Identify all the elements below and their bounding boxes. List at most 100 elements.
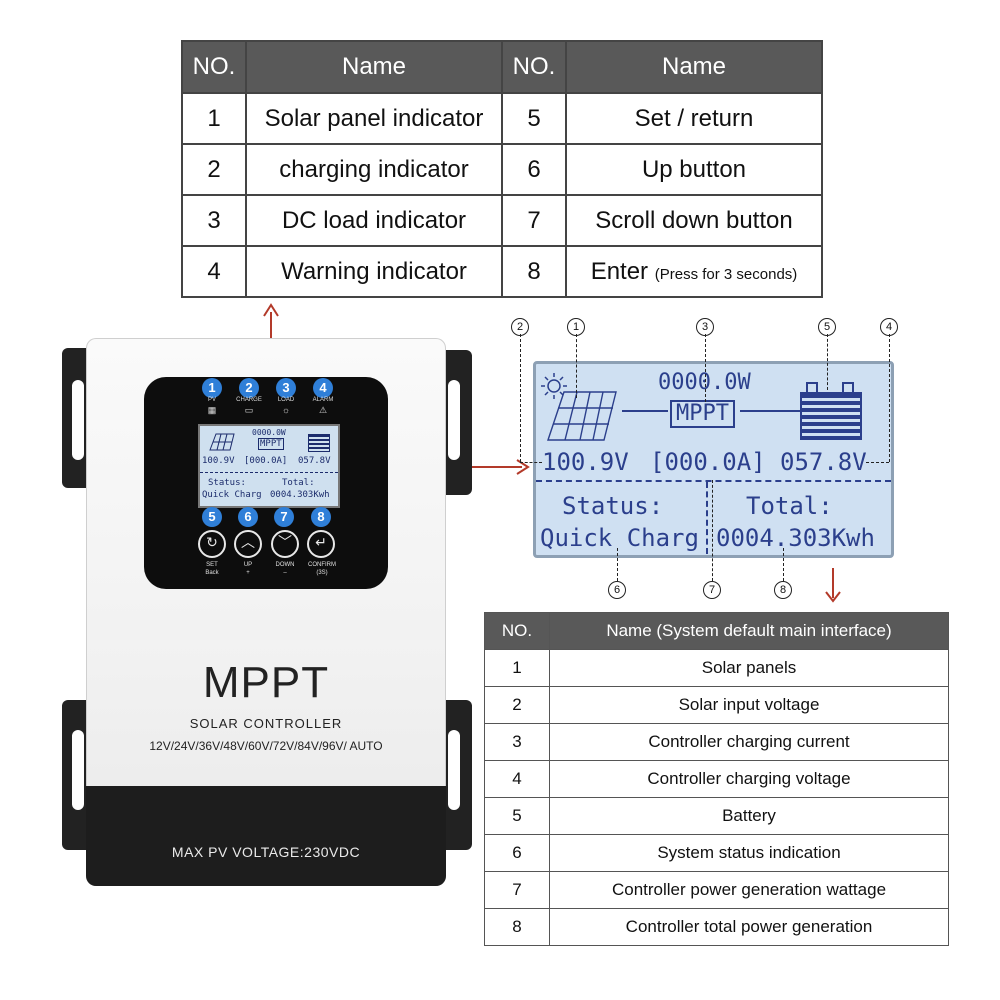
row-number: 8 <box>501 245 567 298</box>
lcd-zoomed-view: 0000.0W MPPT 100.9V [000.0A] 057.8V Stat… <box>533 361 894 558</box>
header-name: Name <box>565 40 823 94</box>
leader-line <box>576 334 577 398</box>
bracket-slot <box>72 730 84 810</box>
set-return-button[interactable]: ↻ <box>198 530 226 558</box>
button-legend-table: NO. Name NO. Name 1 Solar panel indicato… <box>181 40 823 298</box>
lcd-total-label: Total: <box>282 478 315 488</box>
row-name: Solar input voltage <box>549 686 949 724</box>
row-number: 8 <box>484 908 550 946</box>
button-number: 7 <box>274 507 294 527</box>
sun-icon <box>541 373 567 399</box>
row-number: 7 <box>484 871 550 909</box>
leader-line <box>889 334 890 462</box>
row-number: 1 <box>181 92 247 145</box>
bracket-slot <box>72 380 84 460</box>
brand-title: MPPT <box>202 658 330 707</box>
row-name-text: Enter <box>590 257 649 285</box>
lcd-mode: MPPT <box>258 438 284 450</box>
chevron-down-icon: ﹀ <box>278 535 292 551</box>
button-label: CONFIRM <box>308 562 336 568</box>
lcd-battery-voltage: 057.8V <box>298 456 331 466</box>
lcd-power: 0000.0W <box>658 370 751 395</box>
indicator-number: 1 <box>202 378 222 398</box>
row-number: 6 <box>484 834 550 872</box>
callout-number: 8 <box>774 581 792 599</box>
row-name: Scroll down button <box>565 194 823 247</box>
leader-line <box>712 480 713 581</box>
voltage-list: 12V/24V/36V/48V/60V/72V/84V/96V/ AUTO <box>149 739 383 753</box>
row-number: 5 <box>501 92 567 145</box>
row-name: Enter (Press for 3 seconds) <box>565 245 823 298</box>
lcd-battery-voltage: 057.8V <box>780 448 867 476</box>
button-sublabel: Back <box>205 570 219 576</box>
lcd-current: [000.0A] <box>244 456 288 466</box>
row-name: Controller power generation wattage <box>549 871 949 909</box>
row-number: 3 <box>484 723 550 761</box>
brand-subtitle: SOLAR CONTROLLER <box>189 716 343 731</box>
battery-icon <box>800 392 862 440</box>
button-number: 6 <box>238 507 258 527</box>
row-name: Controller charging current <box>549 723 949 761</box>
lcd-current: [000.0A] <box>650 448 766 476</box>
header-no: NO. <box>484 612 550 650</box>
table-row: 2 charging indicator 6 Up button <box>181 143 823 196</box>
row-note: (Press for 3 seconds) <box>654 265 798 283</box>
leader-line <box>866 462 889 463</box>
row-name: Solar panels <box>549 649 949 687</box>
lcd-total-value: 0004.303Kwh <box>270 490 330 500</box>
indicator-label: PV <box>207 397 216 403</box>
lcd-pv-voltage: 100.9V <box>202 456 235 466</box>
leader-line <box>617 548 618 581</box>
controller-bottom-panel <box>86 786 446 886</box>
flow-line-right <box>740 410 800 412</box>
row-name: System status indication <box>549 834 949 872</box>
leader-line <box>783 548 784 581</box>
max-pv-voltage: MAX PV VOLTAGE:230VDC <box>171 844 361 860</box>
table-header-row: NO. Name (System default main interface) <box>484 612 949 650</box>
header-no: NO. <box>501 40 567 94</box>
row-number: 4 <box>484 760 550 798</box>
lcd-divider-vertical <box>706 482 708 554</box>
row-name: Battery <box>549 797 949 835</box>
table-header-row: NO. Name NO. Name <box>181 40 823 94</box>
battery-icon: ▭ <box>244 405 254 415</box>
row-name: Up button <box>565 143 823 196</box>
button-number: 5 <box>202 507 222 527</box>
leader-line <box>520 462 542 463</box>
lcd-divider <box>200 472 338 473</box>
table-row: 3 DC load indicator 7 Scroll down button <box>181 194 823 247</box>
solar-panel-icon: ▦ <box>207 405 217 415</box>
up-button[interactable]: ︿ <box>234 530 262 558</box>
arrow-down-line <box>832 568 834 598</box>
bracket-slot <box>448 730 460 810</box>
lcd-status-value: Quick Charg <box>202 490 262 500</box>
lcd-pv-voltage: 100.9V <box>542 448 629 476</box>
down-button[interactable]: ﹀ <box>271 530 299 558</box>
row-name: Controller charging voltage <box>549 760 949 798</box>
row-name: Controller total power generation <box>549 908 949 946</box>
header-name: Name (System default main interface) <box>549 612 949 650</box>
callout-number: 4 <box>880 318 898 336</box>
lcd-status-value: Quick Charg <box>540 524 699 552</box>
row-number: 6 <box>501 143 567 196</box>
row-number: 2 <box>181 143 247 196</box>
indicator-label: LOAD <box>277 397 295 403</box>
leader-line <box>520 334 521 462</box>
battery-icon <box>308 434 330 452</box>
enter-button[interactable]: ↵ <box>307 530 335 558</box>
row-number: 4 <box>181 245 247 298</box>
indicator-number: 2 <box>239 378 259 398</box>
flow-line-left <box>622 410 668 412</box>
lcd-total-label: Total: <box>746 492 833 520</box>
solar-panel-icon <box>547 391 617 441</box>
indicator-label: CHARGE <box>236 397 262 403</box>
indicator-number: 4 <box>313 378 333 398</box>
leader-line <box>705 334 706 402</box>
header-name: Name <box>245 40 503 94</box>
button-sublabel: (3S) <box>316 570 328 576</box>
